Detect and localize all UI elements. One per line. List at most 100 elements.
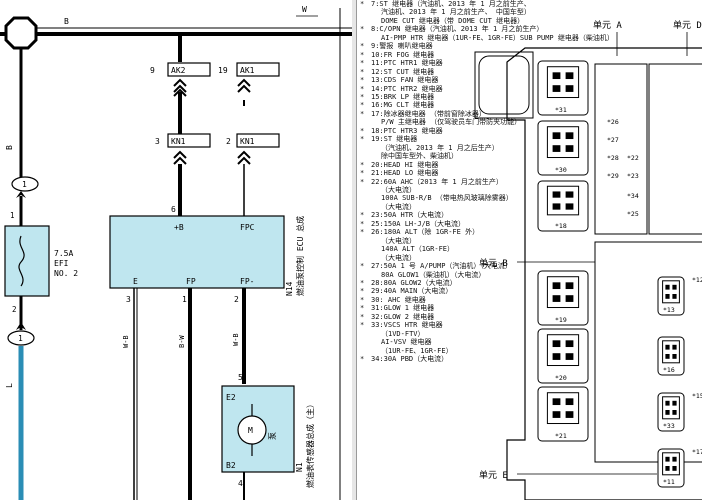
legend-text: 10:FR FOG 继电器 — [371, 50, 435, 59]
legend-text: 100A SUB-R/B （带电热风玻璃除雾器） — [381, 194, 513, 203]
legend-bullet: * — [360, 109, 365, 118]
legend-row: * 27:50A 1 号 A/PUMP（汽油机）（大电流） — [359, 262, 581, 270]
legend-row: *25:150A LH-J/B（大电流） — [359, 220, 581, 228]
fuse-efi-no2-box — [4, 225, 50, 297]
legend-text: 除中国车型外、柴油机） — [381, 152, 458, 161]
legend-bullet: * — [360, 312, 365, 321]
legend-bullet: * — [360, 42, 365, 51]
fuse-slot-25: *25 — [627, 210, 639, 218]
legend-bullet: * — [360, 135, 365, 144]
pump-pin-top: 5 — [238, 373, 243, 382]
connector-ak1 — [236, 62, 280, 77]
socket-number: *19 — [555, 316, 567, 324]
legend-bullet: * — [360, 321, 365, 330]
legend-text: 140A ALT（1GR-FE） — [381, 245, 455, 254]
legend-row: *31:GLOW 1 继电器 — [359, 304, 581, 312]
legend-text: 18:PTC HTR3 继电器 — [371, 126, 443, 135]
legend-bullet: * — [360, 25, 365, 34]
legend-text: 8:C/OPN 继电器（汽油机、2013 年 1 月之前生产） — [371, 25, 544, 34]
pump-code: N1 — [295, 462, 304, 472]
legend-row: * 16:MG CLT 继电器 — [359, 101, 581, 109]
unit-b-label: 单元 B — [479, 257, 508, 269]
pump-label: 泵 — [268, 432, 277, 440]
junction-connector-1 — [11, 176, 39, 192]
legend-text: 15:BRK LP 继电器 — [371, 92, 435, 101]
legend-text: 19:ST 继电器 — [371, 135, 418, 144]
unit-d-label: 单元 D — [673, 19, 702, 31]
fuse-slot-26: *26 — [607, 118, 619, 126]
socket-number: *16 — [663, 366, 675, 374]
legend-text: （大电流） — [381, 185, 416, 194]
connector-ak1-label: AK1 — [240, 66, 255, 75]
junction2-label: 1 — [18, 334, 23, 343]
wire-color-bw: B-W — [178, 335, 186, 348]
legend-bullet: * — [360, 177, 365, 186]
legend-row: *15:BRK LP 继电器 — [359, 93, 581, 101]
relay-socket-11: *11 — [657, 448, 685, 488]
wiring-diagram: B W B 1 1 7.5A EFI NO. 2 2 1 L AK2 9 KN1… — [0, 5, 352, 500]
socket-number: *33 — [663, 422, 675, 430]
legend-bullet: * — [360, 169, 365, 178]
fuse-pin-top: 1 — [10, 211, 15, 220]
ecu-pin-plus-b: 6 — [171, 205, 176, 214]
legend-row: 80A GLOW1（柴油机）（大电流） — [359, 271, 581, 279]
legend-row: *14:PTC HTR2 继电器 — [359, 85, 581, 93]
relay-socket-16: *16 — [657, 336, 685, 376]
wire-color-b-top: B — [64, 17, 69, 26]
legend-row: （大电流） — [359, 237, 581, 245]
legend-row: *17:除冰器继电器 （带前窗除冰器） — [359, 110, 581, 118]
relay-socket-20: *20 — [537, 328, 589, 384]
relay-socket-19: *19 — [537, 270, 589, 326]
legend-text: 23:50A HTR（大电流） — [371, 211, 449, 220]
fuse-slot-27: *27 — [607, 136, 619, 144]
connector-kn1-b-pin: 2 — [226, 137, 231, 146]
legend-text: 34:30A PBD（大电流） — [371, 355, 449, 364]
relay-block-panel: *7:ST 继电器（汽油机、2013 年 1 月之前生产、汽油机、2013 年 … — [356, 0, 702, 500]
legend-row: （1VD-FTV） — [359, 330, 581, 338]
legend-bullet: * — [360, 160, 365, 169]
legend-text: 16:MG CLT 继电器 — [371, 101, 435, 110]
pump-motor-m: M — [248, 426, 253, 435]
legend-bullet: * — [360, 101, 365, 110]
legend-bullet: * — [360, 295, 365, 304]
legend-bullet: * — [360, 262, 365, 271]
ecu-terminal-plus-b: +B — [174, 223, 184, 232]
legend-text: 21:HEAD LO 继电器 — [371, 169, 439, 178]
legend-row: *23:50A HTR（大电流） — [359, 211, 581, 219]
fuse-slot-28: *28 — [607, 154, 619, 162]
legend-text: 25:150A LH-J/B（大电流） — [371, 219, 466, 228]
fuse-slot-34: *34 — [627, 192, 639, 200]
legend-row: DOME CUT 继电器（带 DOME CUT 继电器） — [359, 17, 581, 25]
legend-text: 30: AHC 继电器 — [371, 295, 426, 304]
legend-text: 9:警报 喇叭继电器 — [371, 42, 433, 51]
legend-text: （大电流） — [381, 236, 416, 245]
socket-number: *21 — [555, 432, 567, 440]
legend-bullet: * — [360, 67, 365, 76]
ecu-terminal-fp: FP — [186, 277, 196, 286]
ecu-pin-fpm: 2 — [234, 295, 239, 304]
wire-color-wb2: W-B — [232, 333, 240, 346]
legend-text: 20:HEAD HI 继电器 — [371, 160, 439, 169]
legend-row: 除中国车型外、柴油机） — [359, 152, 581, 160]
legend-row: *34:30A PBD（大电流） — [359, 355, 581, 363]
legend-row: * 8:C/OPN 继电器（汽油机、2013 年 1 月之前生产） — [359, 25, 581, 33]
legend-text: 27:50A 1 号 A/PUMP（汽油机）（大电流） — [371, 262, 512, 271]
legend-row: P/W 主继电器 （仅驾驶员车门带防夹功能） — [359, 118, 581, 126]
socket-number: *11 — [663, 478, 675, 486]
connector-kn1-b-label: KN1 — [240, 137, 255, 146]
legend-text: 32:GLOW 2 继电器 — [371, 312, 435, 321]
socket-number: *31 — [555, 106, 567, 114]
legend-bullet: * — [360, 228, 365, 237]
fuse-icon — [18, 235, 25, 287]
fuse-rating: 7.5A — [54, 249, 73, 258]
legend-row: *18:PTC HTR3 继电器 — [359, 127, 581, 135]
legend-bullet: * — [360, 50, 365, 59]
legend-text: P/W 主继电器 （仅驾驶员车门带防夹功能） — [381, 118, 522, 127]
legend-row: （汽油机、2013 年 1 月之后生产） — [359, 144, 581, 152]
connector-kn1-a-pin: 3 — [155, 137, 160, 146]
legend-bullet: * — [360, 0, 365, 8]
legend-bullet: * — [360, 278, 365, 287]
legend-text: （大电流） — [381, 202, 416, 211]
socket-number: *13 — [663, 306, 675, 314]
legend-row: * 21:HEAD LO 继电器 — [359, 169, 581, 177]
